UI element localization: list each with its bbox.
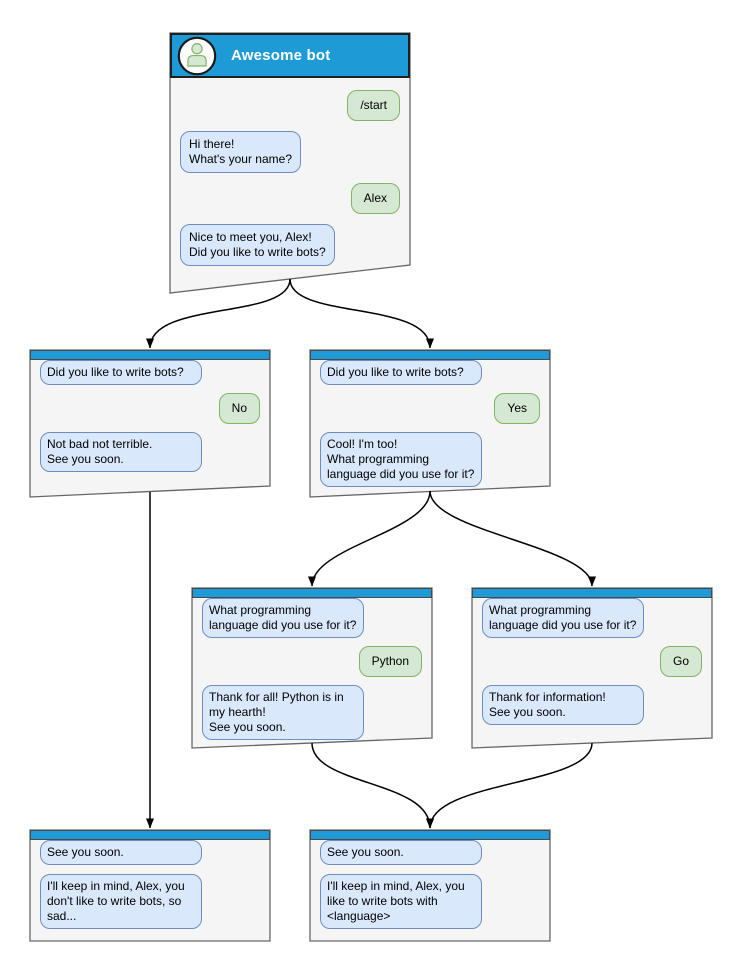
bubble-bot-cool: Cool! I'm too! What programming language… [320,432,482,487]
bubble-bot-greeting: Hi there! What's your name? [180,131,302,173]
bubble-bot-not-bad: Not bad not terrible. See you soon. [40,432,202,472]
node-branch-python: What programming language did you use fo… [192,598,432,740]
bubble-echo-question: Did you like to write bots? [320,360,482,385]
bubble-echo-question: Did you like to write bots? [40,360,202,385]
bubble-echo-language-question: What programming language did you use fo… [202,598,364,638]
edge-start-to-yes [289,278,434,349]
edge-yes-to-go [429,490,596,587]
bubble-bot-go-thanks: Thank for information! See you soon. [482,685,644,725]
node-header-branch-python [192,588,432,598]
bubble-user-python: Python [358,646,422,677]
bubble-bot-python-thanks: Thank for all! Python is in my hearth! S… [202,685,364,740]
bot-title: Awesome bot [231,47,331,64]
node-header-branch-yes [310,350,550,360]
edge-go-to-endlanguage [426,742,593,829]
node-header-end-no [30,830,270,840]
bubble-user-no: No [218,393,260,424]
edge-yes-to-python [308,490,431,587]
node-branch-yes: Did you like to write bots? Yes Cool! I'… [310,360,550,487]
node-start-chat: /start Hi there! What's your name? Alex … [170,78,410,266]
bubble-echo-language-question: What programming language did you use fo… [482,598,644,638]
node-end-language: See you soon. I'll keep in mind, Alex, y… [310,840,550,929]
node-end-no: See you soon. I'll keep in mind, Alex, y… [30,840,270,929]
bubble-user-yes: Yes [494,393,540,424]
bubble-user-start-command: /start [347,90,400,121]
bubble-bot-keep-in-mind-sad: I'll keep in mind, Alex, you don't like … [40,874,202,929]
node-header-end-language [310,830,550,840]
bubble-bot-nice-to-meet: Nice to meet you, Alex! Did you like to … [180,224,335,266]
edge-python-to-endlanguage [311,742,434,829]
bubble-echo-see-you-soon: See you soon. [320,840,482,865]
node-header-awesome-bot: Awesome bot [170,33,410,78]
edge-start-to-no [146,278,291,349]
node-branch-no: Did you like to write bots? No Not bad n… [30,360,270,472]
node-header-branch-no [30,350,270,360]
bot-avatar-icon [177,36,217,75]
node-branch-go: What programming language did you use fo… [472,598,712,725]
bubble-echo-see-you-soon: See you soon. [40,840,202,865]
bubble-bot-keep-in-mind-language: I'll keep in mind, Alex, you like to wri… [320,874,482,929]
node-header-branch-go [472,588,712,598]
bubble-user-name: Alex [350,183,400,214]
bubble-user-go: Go [659,646,702,677]
